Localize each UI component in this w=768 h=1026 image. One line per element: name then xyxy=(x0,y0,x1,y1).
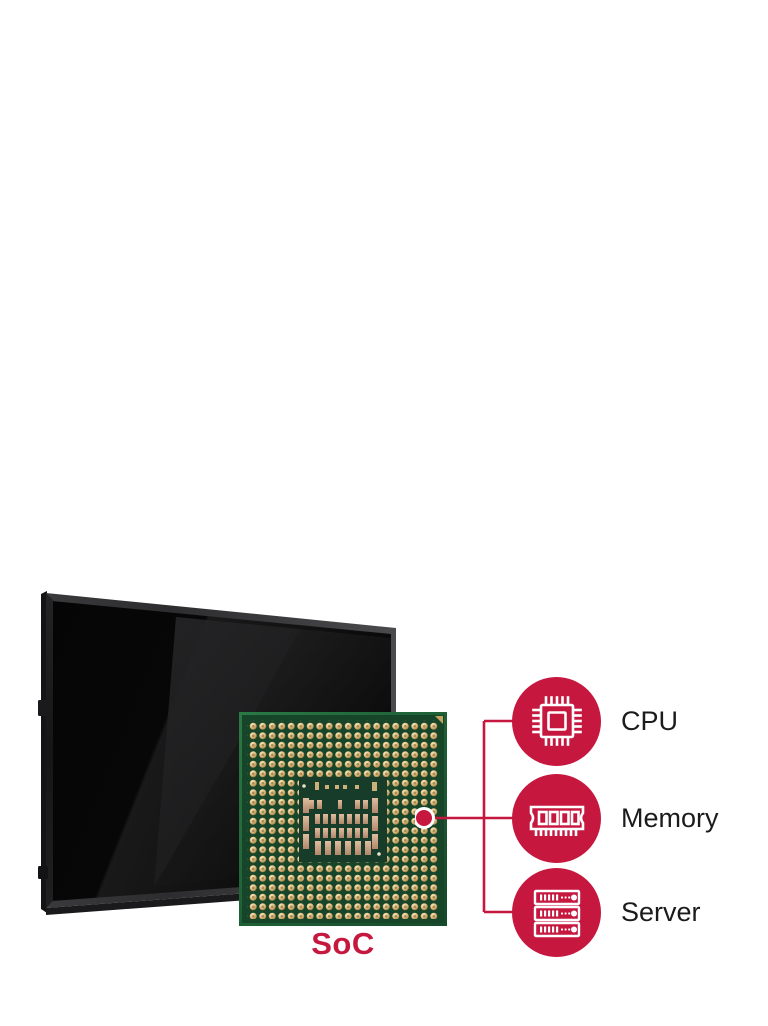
feature-badge-memory xyxy=(512,773,601,863)
feature-badge-server xyxy=(512,867,601,957)
callout-anchor-dot xyxy=(413,807,435,829)
feature-label-memory: Memory xyxy=(621,802,719,833)
chip-pin-grid xyxy=(247,720,439,919)
tv-left-bezel xyxy=(46,593,53,908)
server-rack-icon xyxy=(533,889,580,938)
soc-caption: SoC xyxy=(311,926,375,961)
feature-item-memory[interactable]: Memory xyxy=(512,772,719,864)
feature-label-server: Server xyxy=(621,896,701,927)
feature-item-cpu[interactable]: CPU xyxy=(512,675,678,767)
chip-die-pads xyxy=(303,798,378,855)
callout-line xyxy=(413,705,525,930)
feature-label-cpu: CPU xyxy=(621,705,679,736)
tv-side-port-upper xyxy=(38,700,47,716)
memory-module-icon xyxy=(529,805,584,836)
soc-chip xyxy=(239,712,447,926)
tv-side-edge xyxy=(41,591,47,913)
feature-item-server[interactable]: Server xyxy=(512,866,701,958)
cpu-chip-icon xyxy=(531,696,582,746)
tv-screen-highlight xyxy=(154,617,300,887)
feature-badge-cpu xyxy=(512,676,601,766)
feature-list: CPU xyxy=(512,672,762,962)
chip-smd-marks xyxy=(302,782,381,856)
tv-side-port-lower xyxy=(38,866,48,879)
